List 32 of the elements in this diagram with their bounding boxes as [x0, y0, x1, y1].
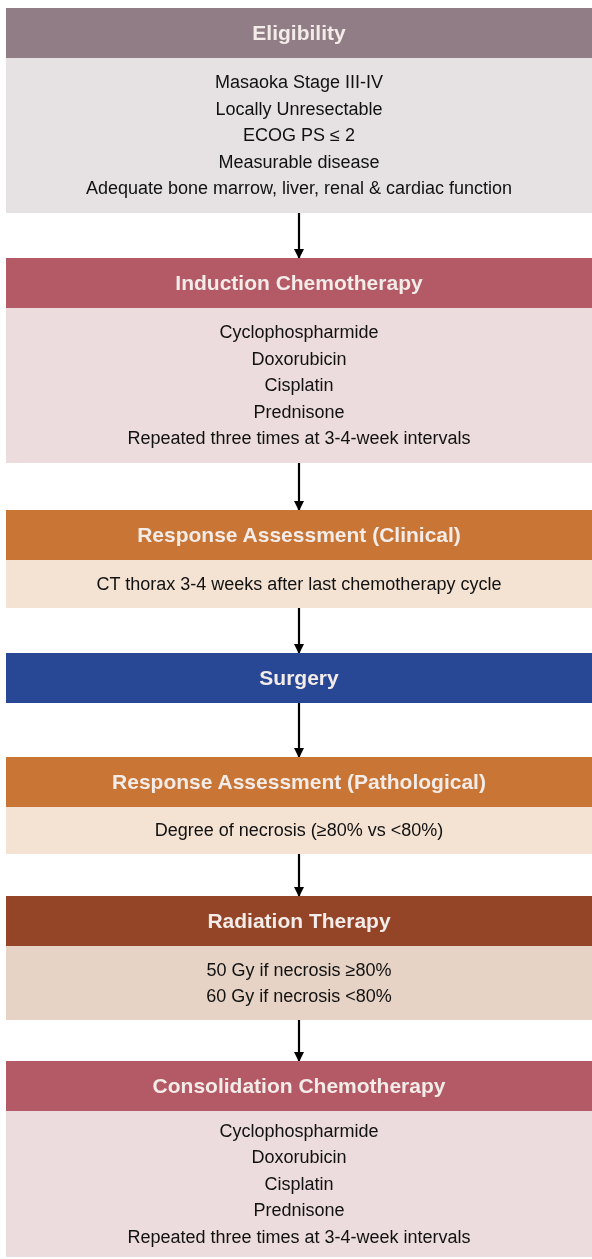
step-header: Consolidation Chemotherapy	[6, 1061, 592, 1111]
criterion-text: ECOG PS ≤ 2	[243, 124, 355, 148]
criterion-text: CT thorax 3-4 weeks after last chemotherapy cycle	[96, 572, 502, 596]
criterion-text: Locally Unresectable	[215, 97, 383, 121]
criterion-text: Repeated three times at 3-4-week intervals	[127, 427, 471, 451]
criterion-text: Degree of necrosis (≥80% vs <80%)	[154, 819, 444, 843]
arrow	[294, 854, 304, 897]
step-header: Eligibility	[6, 8, 592, 58]
arrow	[294, 608, 304, 654]
criterion-text: Prednisone	[253, 400, 345, 424]
step-header: Surgery	[6, 653, 592, 703]
criterion-text: Doxorubicin	[251, 347, 347, 371]
criterion-text: Cisplatin	[264, 374, 334, 398]
arrow	[294, 1020, 304, 1062]
criterion-text: Measurable disease	[218, 150, 380, 174]
arrow	[294, 703, 304, 758]
step-header: Response Assessment (Clinical)	[6, 510, 592, 560]
criterion-text: 50 Gy if necrosis ≥80%	[206, 958, 392, 982]
step-header: Induction Chemotherapy	[6, 258, 592, 308]
step-header: Radiation Therapy	[6, 896, 592, 946]
criterion-text: 60 Gy if necrosis <80%	[206, 985, 392, 1008]
criterion-text: Repeated three times at 3-4-week intervals	[127, 1225, 471, 1249]
criterion-text: Cyclophospharmide	[219, 1119, 379, 1143]
criterion-text: Masaoka Stage III-IV	[214, 71, 384, 95]
step-header: Response Assessment (Pathological)	[6, 757, 592, 807]
criterion-text: Adequate bone marrow, liver, renal & cardiac function	[85, 177, 513, 201]
criterion-text: Prednisone	[253, 1199, 345, 1223]
arrow	[294, 463, 304, 511]
criterion-text: Cisplatin	[264, 1172, 334, 1196]
criterion-text: Cyclophospharmide	[219, 321, 379, 345]
arrow	[294, 213, 304, 259]
criterion-text: Doxorubicin	[251, 1146, 347, 1170]
